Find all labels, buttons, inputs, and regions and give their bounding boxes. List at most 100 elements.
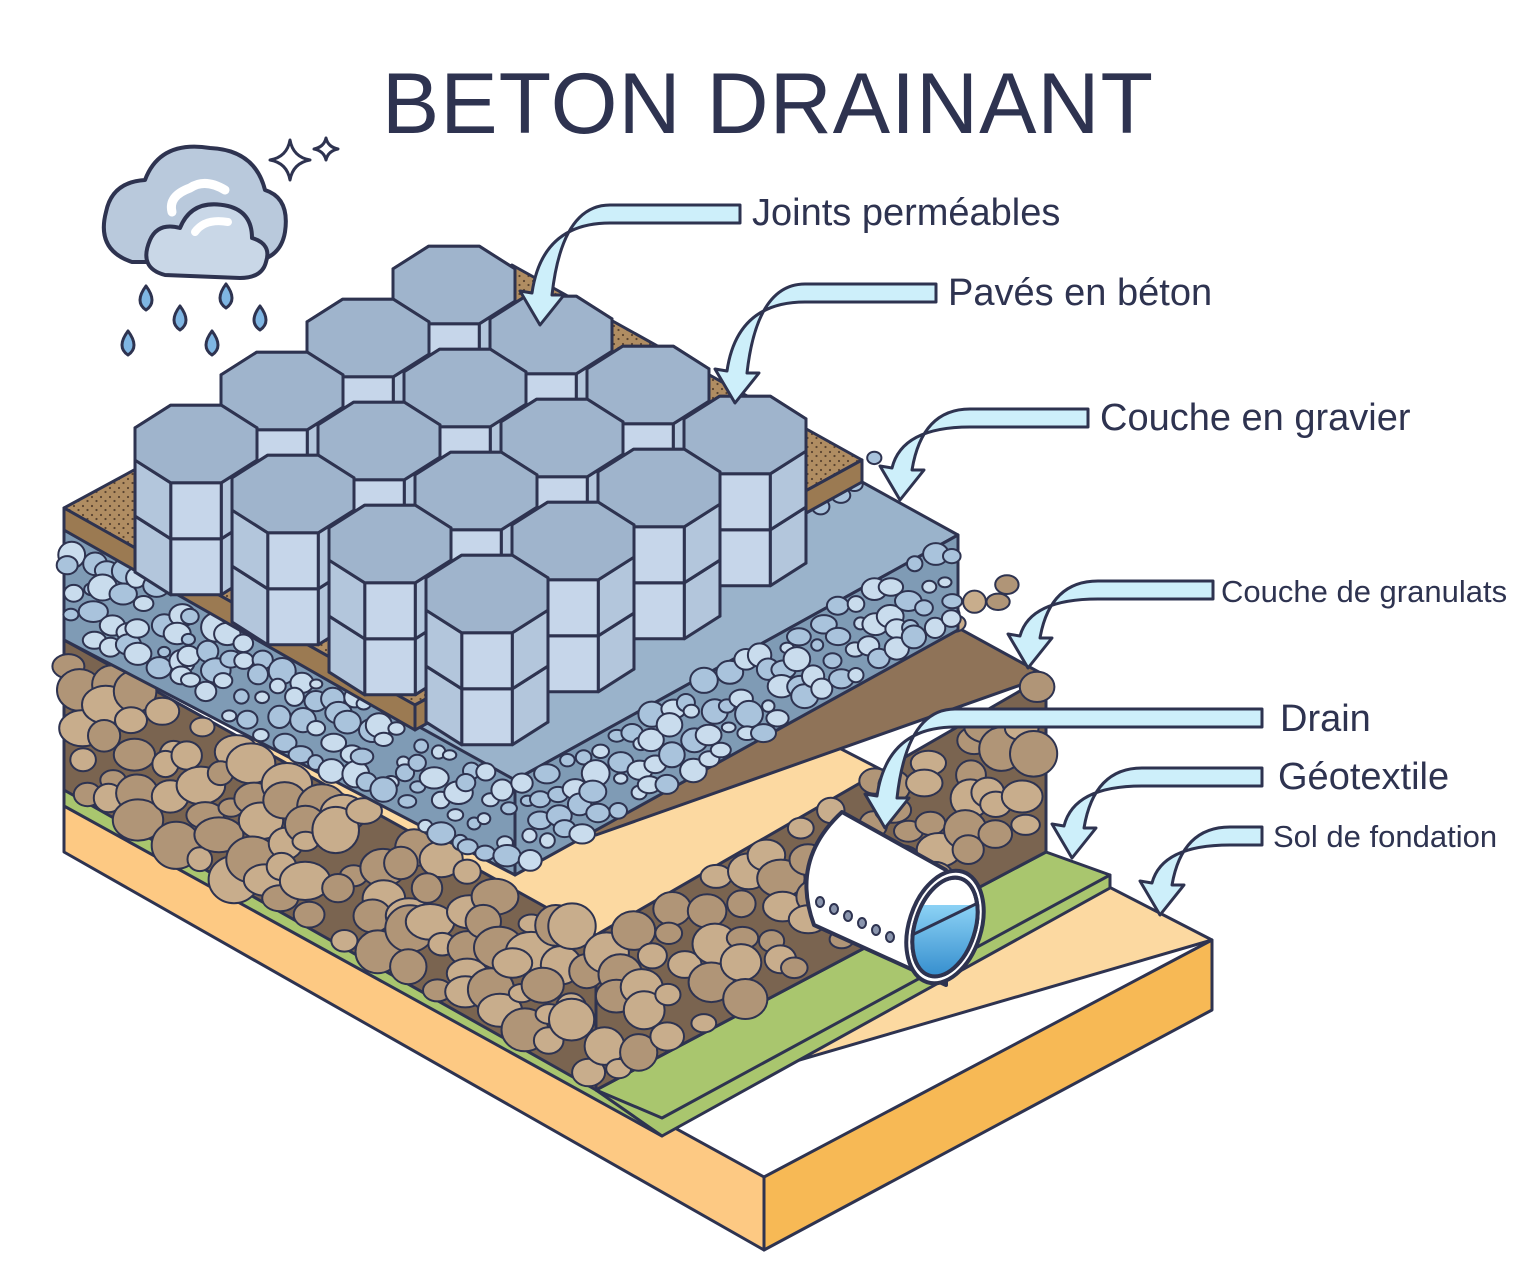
stone [144,696,181,726]
paver-surface [316,400,442,482]
stone [180,607,200,626]
stone [474,844,496,862]
stone [709,741,732,759]
callout-arrows [518,203,1264,917]
stone [247,663,269,686]
stone [221,709,238,723]
stone [962,589,987,614]
stone [824,626,852,647]
arrow-icon [878,407,1090,502]
stone [252,728,270,743]
stone [309,678,324,690]
stone [682,703,700,719]
label-paves-en-beton: Pavés en béton [948,272,1213,314]
stone [112,737,156,772]
stone [608,802,629,820]
pipe-hole [843,910,853,922]
stone [77,600,109,623]
cloud-icon [101,144,288,280]
paver-side [266,587,320,647]
stone [679,757,708,784]
stone [941,593,964,610]
stone [69,747,97,773]
paver-surface [391,244,517,326]
stone [1000,779,1044,814]
foundation-right-face [762,938,1214,1252]
stone [720,721,737,734]
paver-side [632,581,686,641]
stone [559,753,576,768]
stone [394,763,416,783]
stone [921,579,938,594]
stone [905,768,944,798]
stone [574,749,593,766]
stone [923,616,947,640]
stone [637,727,665,753]
stone [539,832,556,849]
stone [750,723,777,744]
paver-surface [327,503,453,585]
paver-surface [305,297,431,379]
raindrop-icon [204,329,220,357]
stone [233,688,250,705]
aggregate-stones [51,574,1059,1088]
stone [521,827,538,844]
stone [613,772,629,785]
stone [654,982,682,1007]
label-sol-de-fondation: Sol de fondation [1273,819,1498,854]
stone [87,719,122,753]
stone [284,686,305,707]
stone [186,846,214,873]
stone [877,577,905,597]
rain [120,282,268,357]
paver-wall [718,472,772,532]
paver-surface [219,350,345,432]
paver-side [363,637,417,697]
paver-surface [402,347,528,429]
stone [636,942,668,970]
stone [490,778,515,802]
stone [765,709,790,728]
stone [180,672,201,688]
paver-surface [510,500,636,582]
stone [654,773,680,795]
stone [320,732,348,753]
stone [782,646,812,673]
pipe-hole [857,917,867,929]
stone [655,712,684,738]
stone [810,638,825,652]
stone [476,812,492,826]
stone [456,838,479,856]
stone [492,844,522,868]
stone [268,677,287,695]
stone [55,555,79,576]
page-title: BETON DRAINANT [381,56,1155,152]
stone [699,863,733,889]
stone [1009,730,1059,778]
paver-wall [363,581,417,641]
paver-side [169,537,223,597]
paver-surface [682,394,808,476]
stone [940,609,962,628]
stone [585,802,611,824]
stone [441,749,458,761]
arrow-icon [863,707,1264,830]
stone [287,745,314,765]
arrow-icon [1138,825,1264,917]
stone [658,741,686,769]
stone [63,583,85,603]
stone [111,798,165,842]
stone [622,990,666,1031]
stone [914,810,947,837]
paver-wall [460,631,514,691]
stone [517,849,543,872]
stone [189,716,216,738]
stone [719,943,763,982]
stone [906,555,924,573]
paver-side [546,634,600,694]
paver-surface [488,294,614,376]
stone [267,704,292,730]
stone [123,641,153,666]
stone [455,773,477,793]
drain-pipe-holes [815,896,895,943]
